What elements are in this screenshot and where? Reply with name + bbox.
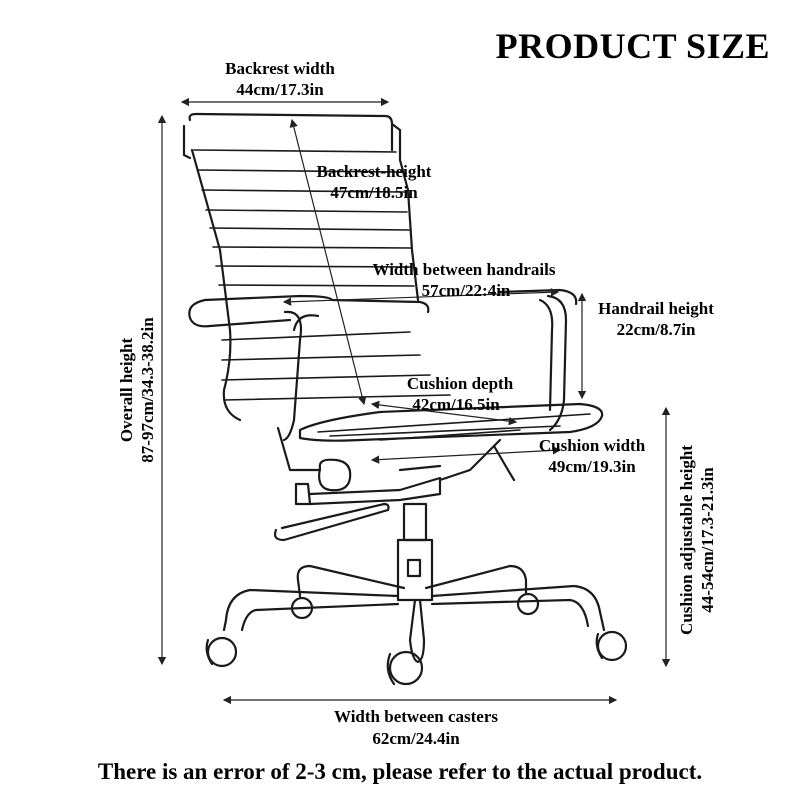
cushion-width-name: Cushion width bbox=[539, 436, 646, 455]
caster-width-name: Width between casters bbox=[334, 707, 498, 726]
dimension-lines bbox=[157, 97, 671, 705]
handrail-height-label: Handrail height 22cm/8.7in bbox=[598, 299, 714, 339]
page-title: PRODUCT SIZE bbox=[496, 26, 770, 66]
handrail-width-name: Width between handrails bbox=[373, 260, 556, 279]
caster-width-value: 62cm/24.4in bbox=[372, 729, 460, 748]
cushion-adjustable-height-value: 44-54cm/17.3-21.3in bbox=[698, 467, 717, 613]
cushion-adjustable-height-name: Cushion adjustable height bbox=[677, 445, 696, 635]
cushion-adjustable-height-label: Cushion adjustable height 44-54cm/17.3-2… bbox=[677, 445, 717, 635]
cushion-depth-name: Cushion depth bbox=[407, 374, 514, 393]
backrest-height-value: 47cm/18.5in bbox=[330, 183, 418, 202]
overall-height-label: Overall height 87-97cm/34.3-38.2in bbox=[117, 317, 157, 463]
overall-height-name: Overall height bbox=[117, 337, 136, 442]
handrail-height-value: 22cm/8.7in bbox=[617, 320, 696, 339]
handrail-height-name: Handrail height bbox=[598, 299, 714, 318]
cushion-depth-value: 42cm/16.5in bbox=[412, 395, 500, 414]
cushion-width-label: Cushion width 49cm/19.3in bbox=[539, 436, 646, 476]
backrest-height-label: Backrest-height 47cm/18.5in bbox=[317, 162, 432, 202]
overall-height-value: 87-97cm/34.3-38.2in bbox=[138, 317, 157, 463]
cushion-depth-label: Cushion depth 42cm/16.5in bbox=[407, 374, 514, 414]
backrest-width-name: Backrest width bbox=[225, 59, 335, 78]
backrest-width-value: 44cm/17.3in bbox=[236, 80, 324, 99]
handrail-width-value: 57cm/22:4in bbox=[422, 281, 511, 300]
handrail-width-label: Width between handrails 57cm/22:4in bbox=[373, 260, 556, 300]
backrest-height-name: Backrest-height bbox=[317, 162, 432, 181]
cushion-width-value: 49cm/19.3in bbox=[548, 457, 636, 476]
backrest-width-label: Backrest width 44cm/17.3in bbox=[225, 59, 335, 99]
error-disclaimer: There is an error of 2-3 cm, please refe… bbox=[98, 759, 702, 784]
caster-width-label: Width between casters 62cm/24.4in bbox=[334, 707, 498, 748]
